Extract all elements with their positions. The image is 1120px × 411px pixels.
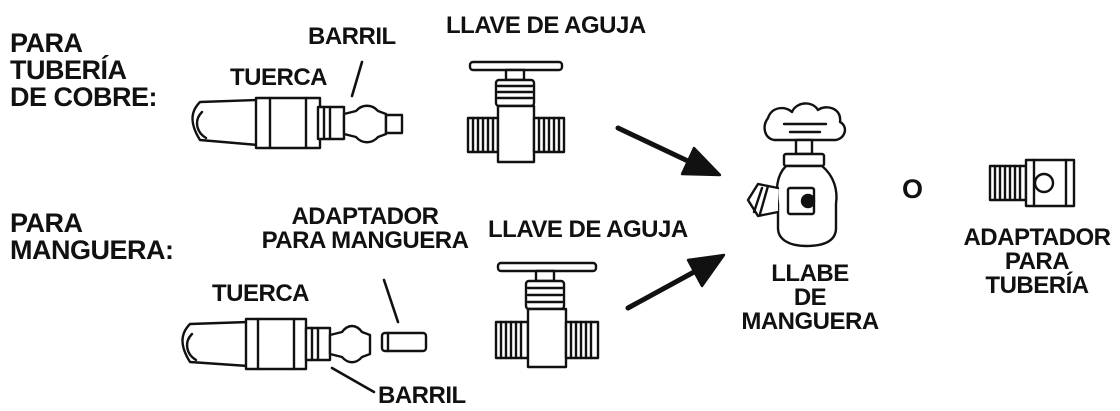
hose-bib-faucet: [746, 102, 847, 248]
pipe-adapter-fitting: [988, 158, 1076, 208]
copper-needle-valve: [466, 60, 566, 164]
hose-needle-valve: [494, 261, 600, 369]
or-label: O: [902, 174, 923, 204]
arrow-to-hose-bib-top: [615, 125, 722, 177]
hose-barrel-label: BARRIL: [378, 382, 466, 409]
copper-section-heading: PARA TUBERÍA DE COBRE:: [10, 28, 158, 112]
arrow-to-hose-bib-bottom: [625, 253, 726, 311]
pipe-adapter-label: ADAPTADOR PARA TUBERÍA: [963, 224, 1111, 299]
hose-tube-assembly: [181, 317, 376, 394]
hose-bib-label: LLABE DE MANGUERA: [741, 260, 879, 335]
hose-valve-label: LLAVE DE AGUJA: [488, 216, 688, 243]
copper-valve-label: LLAVE DE AGUJA: [446, 12, 646, 39]
copper-barrel-label: BARRIL: [308, 23, 396, 50]
hose-nut-label: TUERCA: [212, 280, 310, 307]
copper-nut-label: TUERCA: [230, 64, 328, 91]
hose-adapter-label: ADAPTADOR PARA MANGUERA: [261, 203, 469, 254]
copper-tube-assembly: [191, 60, 404, 150]
hose-adapter-sleeve: [380, 278, 428, 353]
hose-section-heading: PARA MANGUERA:: [10, 208, 174, 265]
